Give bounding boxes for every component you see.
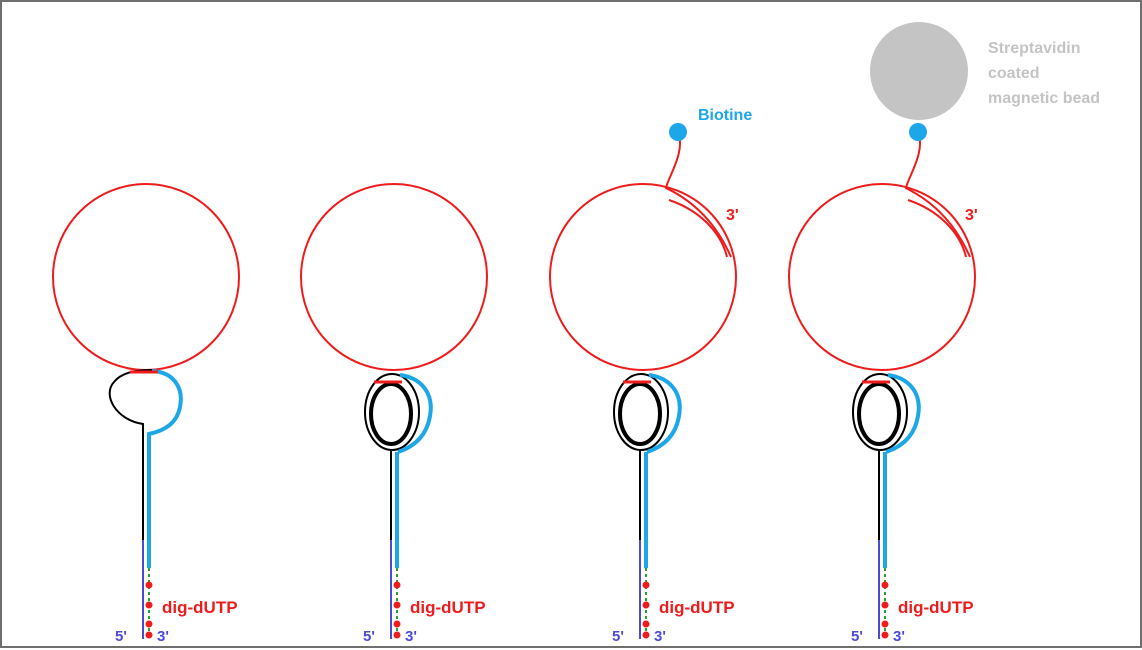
streptavidin-bead — [870, 22, 968, 120]
three-prime-label: 3' — [893, 628, 905, 645]
plasmid-circle — [549, 183, 737, 371]
five-prime-label: 5' — [612, 628, 624, 645]
inner-black-loop — [618, 382, 662, 446]
dig-dot — [145, 620, 153, 628]
five-prime-label: 5' — [115, 628, 127, 645]
biotine-dot — [669, 123, 687, 141]
strand-three-prime-label: 3' — [726, 207, 739, 224]
dig-dot — [642, 631, 650, 639]
dig-dot — [145, 601, 153, 609]
blue-loop — [646, 373, 682, 454]
black-loop — [108, 369, 153, 454]
bead-label-line1: Streptavidin — [988, 40, 1080, 57]
biotin-strand — [904, 131, 971, 258]
plasmid-overlap — [668, 199, 728, 258]
blue-loop — [397, 373, 433, 454]
five-prime-label: 5' — [363, 628, 375, 645]
dig-dot — [393, 620, 401, 628]
dig-dot — [642, 601, 650, 609]
dig-dot — [881, 620, 889, 628]
biotine-dot — [909, 123, 927, 141]
dig-dutp-label: dig-dUTP — [898, 598, 974, 617]
dig-dutp-label: dig-dUTP — [162, 598, 238, 617]
dig-dot — [881, 601, 889, 609]
biotin-strand — [664, 131, 732, 258]
dig-dutp-label: dig-dUTP — [410, 598, 486, 617]
bead-label-line2: coated — [988, 65, 1040, 82]
dig-dot — [881, 581, 889, 589]
plasmid-circle — [300, 183, 488, 371]
dig-dot — [145, 631, 153, 639]
dig-dot — [145, 581, 153, 589]
three-prime-label: 3' — [157, 628, 169, 645]
dig-dot — [393, 581, 401, 589]
five-prime-label: 5' — [851, 628, 863, 645]
construct-3: dig-dUTP 5' 3' 3' Biotine — [549, 107, 752, 645]
inner-black-loop — [369, 382, 413, 446]
blue-loop — [885, 373, 921, 454]
inner-black-loop — [857, 382, 901, 446]
dig-dutp-label: dig-dUTP — [659, 598, 735, 617]
dig-dot — [642, 581, 650, 589]
dig-dot — [393, 631, 401, 639]
dig-dot — [642, 620, 650, 628]
three-prime-label: 3' — [405, 628, 417, 645]
biotine-label: Biotine — [698, 107, 752, 124]
bead-label-line3: magnetic bead — [988, 90, 1100, 107]
dig-dot — [881, 631, 889, 639]
three-prime-label: 3' — [654, 628, 666, 645]
construct-2: dig-dUTP 5' 3' — [300, 183, 488, 645]
construct-4: dig-dUTP 5' 3' 3' — [788, 123, 978, 645]
strand-three-prime-label: 3' — [965, 207, 978, 224]
construct-1: dig-dUTP 5' 3' — [52, 183, 240, 645]
plasmid-circle — [52, 183, 240, 371]
blue-loop — [147, 369, 183, 452]
plasmid-overlap — [907, 199, 967, 258]
plasmid-circle — [788, 183, 976, 371]
dig-dot — [393, 601, 401, 609]
